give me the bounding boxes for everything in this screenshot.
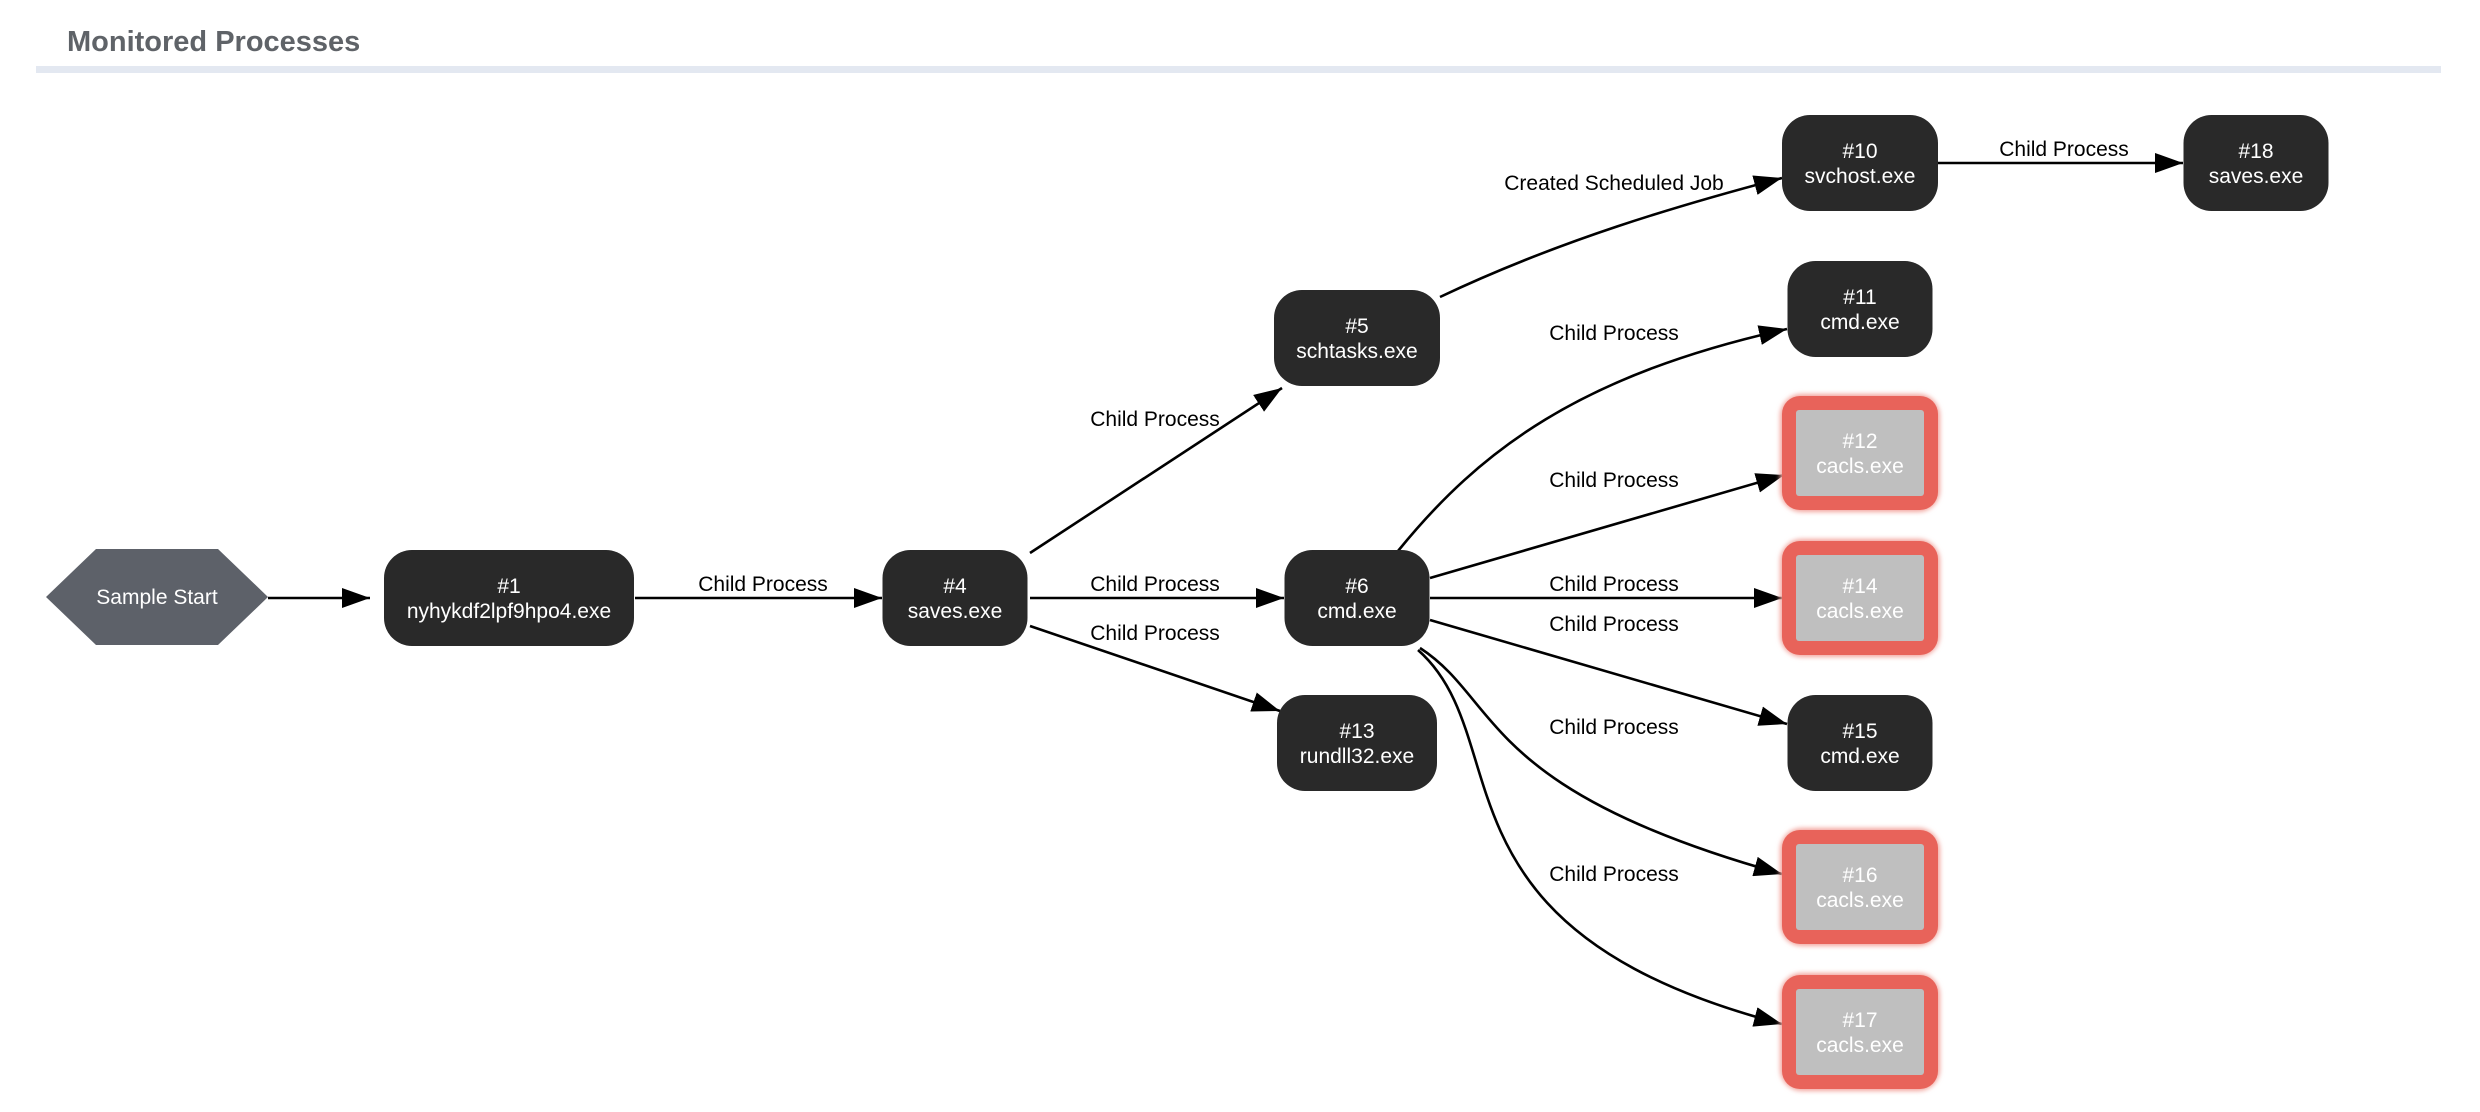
node-body bbox=[1796, 844, 1924, 930]
process-name: cacls.exe bbox=[1816, 1034, 1904, 1057]
edge-label: Child Process bbox=[1549, 573, 1679, 596]
sample-start-node[interactable]: Sample Start bbox=[46, 549, 268, 645]
edge-n5-n10 bbox=[1439, 175, 1783, 299]
node-body bbox=[1277, 695, 1437, 791]
process-name: cacls.exe bbox=[1816, 455, 1904, 478]
process-name: saves.exe bbox=[2209, 165, 2304, 188]
process-id: #11 bbox=[1843, 286, 1876, 309]
node-body bbox=[1796, 555, 1924, 641]
node-body bbox=[384, 550, 634, 646]
edge-n4-n5 bbox=[1029, 386, 1283, 555]
edge-label: Child Process bbox=[1090, 573, 1220, 596]
edge-n4-n13 bbox=[1029, 624, 1281, 713]
edge-label: Child Process bbox=[1549, 613, 1679, 636]
edge-label: Child Process bbox=[1549, 322, 1679, 345]
process-name: schtasks.exe bbox=[1296, 340, 1417, 363]
edge-n6-n15 bbox=[1429, 618, 1788, 726]
process-id: #16 bbox=[1842, 864, 1877, 887]
edge-n6-n17 bbox=[1417, 649, 1783, 1027]
node-body bbox=[1796, 410, 1924, 496]
edge-label: Child Process bbox=[1549, 469, 1679, 492]
edges-layer bbox=[268, 153, 2183, 1027]
edge-label: Child Process bbox=[1549, 716, 1679, 739]
process-id: #18 bbox=[2238, 140, 2273, 163]
edge-n6-n16 bbox=[1419, 646, 1783, 877]
process-id: #1 bbox=[497, 575, 520, 598]
edge-label: Child Process bbox=[1549, 863, 1679, 886]
process-id: #15 bbox=[1842, 720, 1877, 743]
hexagon-shape bbox=[46, 549, 268, 645]
process-name: saves.exe bbox=[908, 600, 1003, 623]
process-id: #13 bbox=[1339, 720, 1374, 743]
process-id: #12 bbox=[1842, 430, 1877, 453]
edge-n6-n11 bbox=[1396, 325, 1788, 552]
node-body bbox=[1284, 550, 1430, 646]
process-id: #6 bbox=[1345, 575, 1368, 598]
page-title: Monitored Processes bbox=[67, 26, 361, 58]
process-name: nyhykdf2lpf9hpo4.exe bbox=[407, 600, 611, 623]
process-id: #14 bbox=[1842, 575, 1877, 598]
process-id: #5 bbox=[1345, 315, 1368, 338]
node-body bbox=[2183, 115, 2329, 211]
node-body bbox=[1787, 695, 1933, 791]
edge-label: Created Scheduled Job bbox=[1504, 172, 1724, 195]
process-name: cmd.exe bbox=[1820, 745, 1899, 768]
nodes-layer: Sample Start#1nyhykdf2lpf9hpo4.exe#4save… bbox=[46, 115, 2329, 1091]
process-name: rundll32.exe bbox=[1300, 745, 1414, 768]
process-name: svchost.exe bbox=[1805, 165, 1916, 188]
edge-label: Child Process bbox=[698, 573, 828, 596]
node-body bbox=[1787, 261, 1933, 357]
node-body bbox=[1782, 115, 1938, 211]
edge-label: Child Process bbox=[1090, 408, 1220, 431]
process-name: cacls.exe bbox=[1816, 600, 1904, 623]
process-id: #17 bbox=[1842, 1009, 1877, 1032]
edge-n6-n12 bbox=[1429, 473, 1785, 580]
process-name: cmd.exe bbox=[1317, 600, 1396, 623]
process-name: cacls.exe bbox=[1816, 889, 1904, 912]
node-body bbox=[1274, 290, 1440, 386]
process-id: #10 bbox=[1842, 140, 1877, 163]
edge-label: Child Process bbox=[1090, 622, 1220, 645]
sample-start-label: Sample Start bbox=[96, 586, 218, 609]
process-name: cmd.exe bbox=[1820, 311, 1899, 334]
node-body bbox=[1796, 989, 1924, 1075]
title-divider bbox=[36, 66, 2441, 73]
edge-label: Child Process bbox=[1999, 138, 2129, 161]
node-body bbox=[882, 550, 1028, 646]
process-id: #4 bbox=[943, 575, 967, 598]
